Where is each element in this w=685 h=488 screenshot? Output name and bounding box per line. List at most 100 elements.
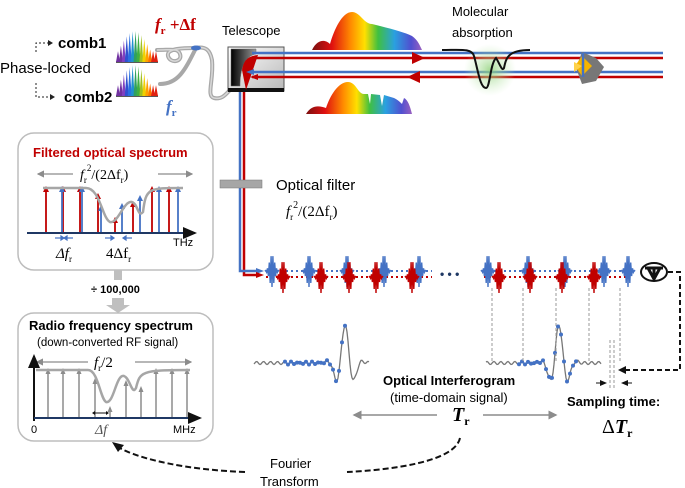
sample-point [523, 362, 527, 367]
interferogram-traces [253, 323, 602, 384]
rf-spectrum-title: Radio frequency spectrum [29, 318, 193, 333]
sample-point [556, 324, 560, 329]
pulse [620, 256, 636, 288]
comb2-rate-label: fr [166, 97, 177, 119]
comb-tooth [154, 51, 158, 62]
comb2-spectrum-icon [116, 65, 158, 97]
comb-tooth [139, 35, 144, 62]
comb-tooth [133, 65, 138, 96]
pulse [522, 262, 538, 294]
comb-tooth [136, 32, 141, 62]
sample-point [325, 358, 329, 363]
sample-point [517, 362, 521, 367]
rf-axis-zero: 0 [31, 424, 37, 436]
molecular-label-line2: absorption [452, 25, 513, 40]
down-beam [238, 92, 256, 277]
period-label: Tr [452, 404, 470, 428]
comb-tooth [116, 85, 120, 96]
sample-point [310, 359, 314, 364]
sample-point [340, 340, 344, 345]
delta-fr-label: Δfr [55, 246, 72, 264]
interferogram-title: Optical Interferogram [383, 373, 515, 388]
comb-tooth [121, 40, 126, 62]
molecular-label-line1: Molecular [452, 4, 509, 19]
pulse [341, 262, 357, 294]
sample-point [322, 361, 326, 366]
sample-point [574, 359, 578, 364]
sample-point [535, 359, 539, 364]
comb1-rate-label: fr +Δf [155, 15, 196, 37]
sample-point [547, 374, 551, 379]
four-delta-fr-label: 4Δfr [106, 246, 131, 264]
sample-point [283, 359, 287, 364]
probe-spectrum-shape [312, 12, 422, 50]
sample-point [298, 360, 302, 365]
filtered-spectrum-title: Filtered optical spectrum [33, 145, 188, 160]
comb-tooth [124, 70, 129, 96]
comb-tooth [118, 45, 123, 62]
fourier-label-line2: Transform [260, 474, 319, 488]
pulse [404, 262, 420, 294]
pulse [264, 256, 280, 288]
rf-delta-label: Δf [94, 423, 109, 438]
comb-tooth [118, 79, 123, 96]
pulse [586, 262, 602, 294]
sample-point [559, 332, 563, 337]
pulse [491, 262, 507, 294]
pulse [313, 262, 329, 294]
sample-point [568, 371, 572, 376]
mhz-unit-label: MHz [173, 424, 196, 436]
comb-tooth [136, 66, 141, 96]
sample-point [541, 358, 545, 363]
sample-point [313, 362, 317, 367]
sample-point [286, 362, 290, 367]
comb-tooth [139, 69, 144, 96]
sample-point [565, 379, 569, 384]
phase-lock-arrow-icon [35, 42, 50, 98]
comb-tooth [148, 83, 153, 96]
comb-tooth [154, 85, 158, 96]
sample-point [529, 361, 533, 366]
filtered-optical-spectrum-panel: Filtered optical spectrum fr2/(2Δfr) THz… [17, 132, 214, 271]
comb-tooth [148, 49, 153, 62]
optical-filter-formula: fr2/(2Δfr) [286, 200, 337, 222]
pulse [368, 262, 384, 294]
rf-span-label: fr/2 [94, 355, 113, 373]
comb-tooth [133, 31, 138, 62]
pulse [275, 262, 291, 294]
comb-tooth [142, 73, 147, 96]
sample-point [526, 359, 530, 364]
filtered-span-label: fr2/(2Δfr) [80, 163, 129, 185]
comb-tooth [127, 33, 132, 62]
sample-point [289, 359, 293, 364]
pulse [596, 256, 612, 288]
comb-tooth [142, 39, 147, 62]
sample-point [571, 363, 575, 368]
interferogram-subtitle: (time-domain signal) [390, 390, 508, 405]
sample-point [304, 359, 308, 364]
sample-point [550, 375, 554, 380]
sample-point [532, 361, 536, 366]
comb-tooth [145, 44, 150, 62]
comb-tooth [127, 67, 132, 96]
sampling-title: Sampling time: [567, 394, 660, 409]
divide-label: ÷ 100,000 [91, 284, 140, 296]
sample-point [562, 359, 566, 364]
rf-spectrum-panel: Radio frequency spectrum (down-converted… [17, 312, 214, 442]
comb-tooth [151, 85, 156, 96]
pulse [301, 256, 317, 288]
pulse [554, 262, 570, 294]
interferogram-curve [253, 324, 370, 383]
divide-arrow-icon [106, 298, 130, 313]
sample-point [544, 367, 548, 372]
comb-tooth [151, 51, 156, 62]
comb-tooth [130, 65, 135, 96]
pulse-ellipsis: • • • [440, 267, 459, 281]
sample-point [337, 368, 341, 373]
sample-point [328, 362, 332, 367]
comb-tooth [145, 78, 150, 96]
sample-point [334, 379, 338, 384]
comb-tooth [130, 31, 135, 62]
comb1-spectrum-icon [116, 31, 158, 63]
